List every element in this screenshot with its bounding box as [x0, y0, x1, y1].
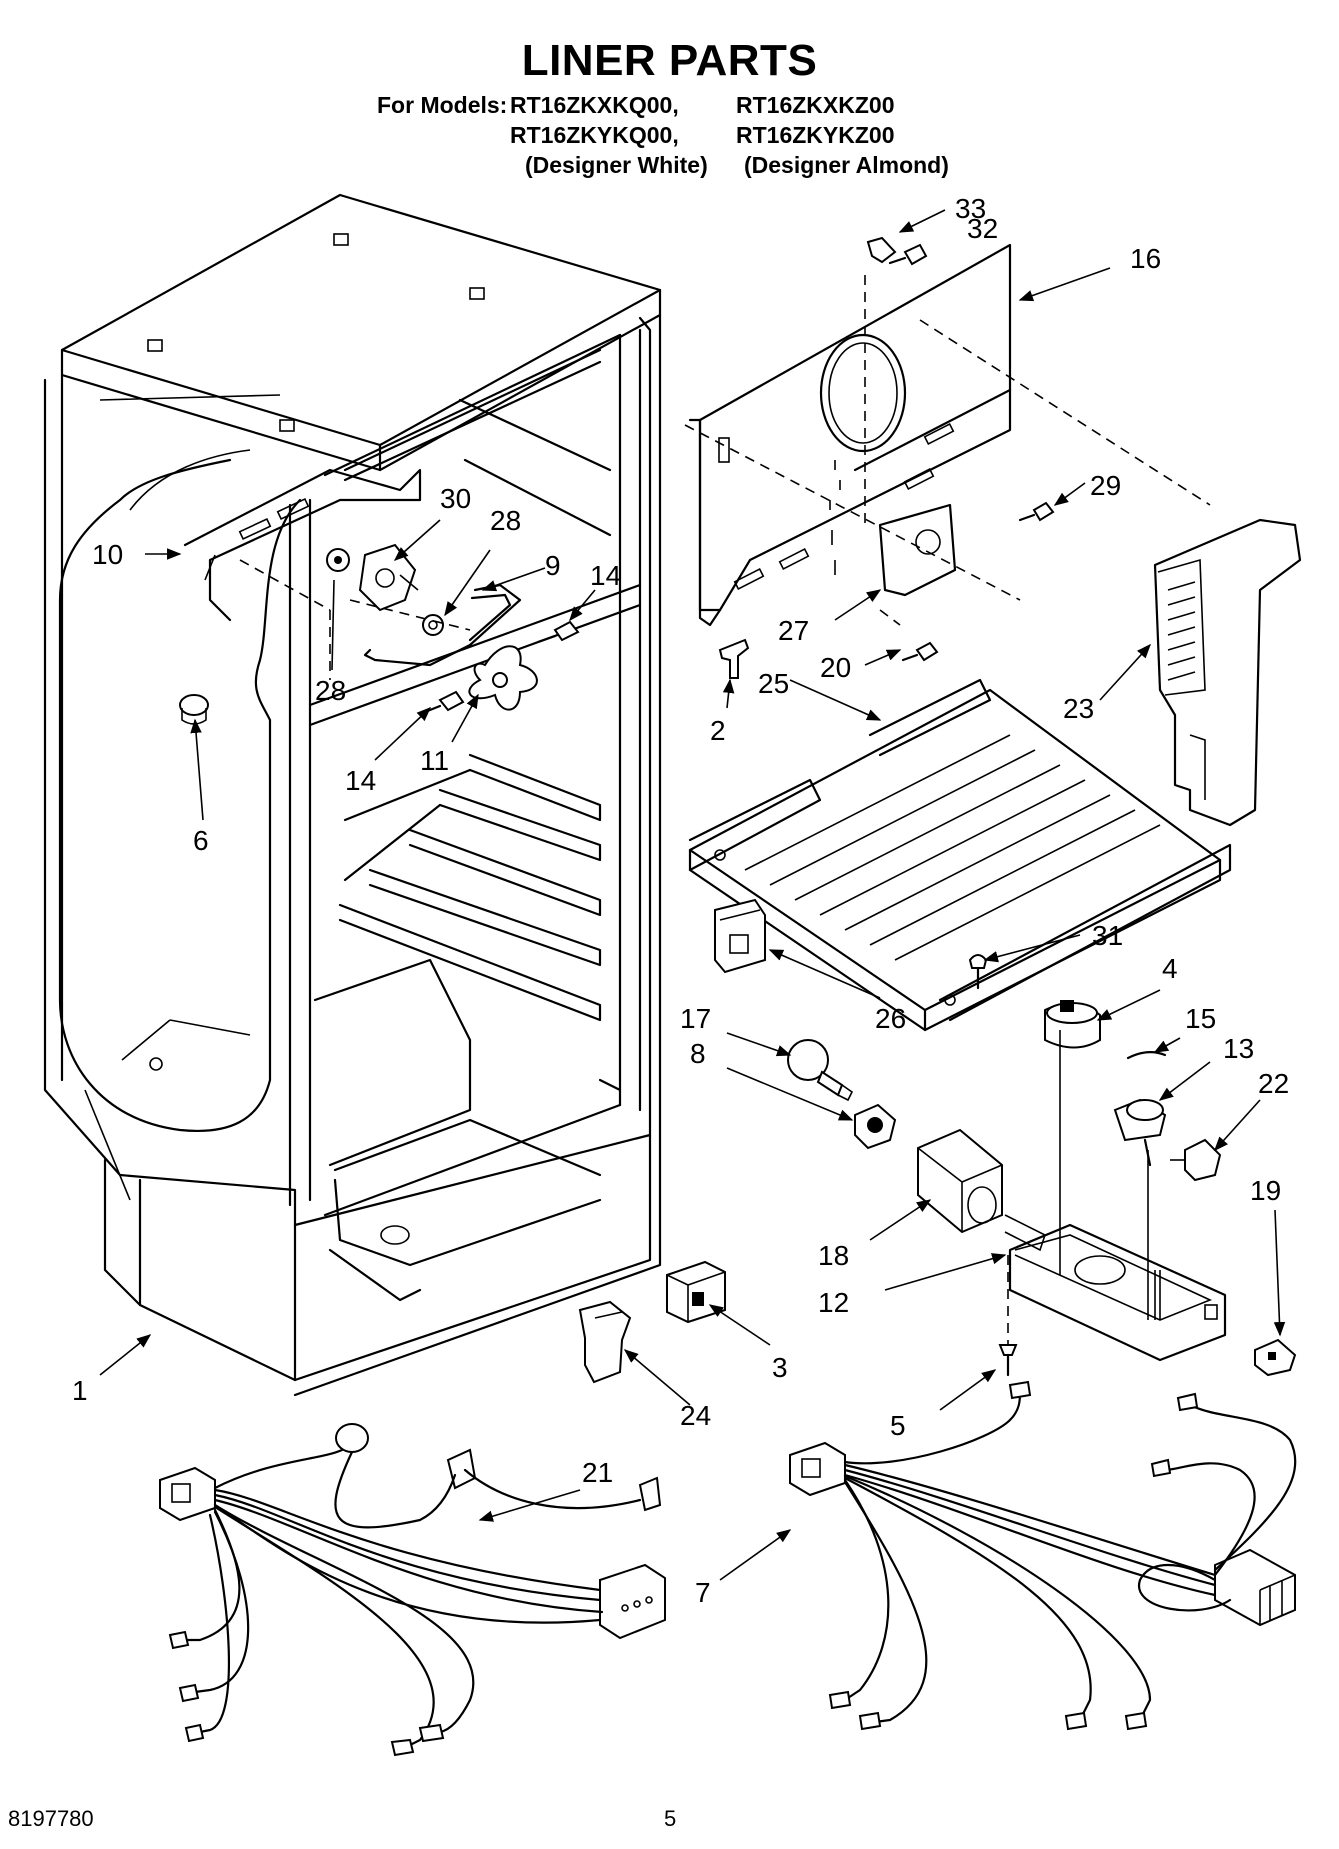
page-title: LINER PARTS — [521, 36, 818, 85]
color-variant: (Designer White) — [525, 152, 708, 178]
liner-cabinet — [43, 193, 662, 1397]
callout-6: 6 — [193, 825, 209, 856]
callout-32: 32 — [967, 213, 998, 244]
evaporator-fan-assembly — [179, 468, 580, 725]
callout-28: 28 — [490, 505, 521, 536]
callout-12: 12 — [818, 1287, 849, 1318]
wire-connector — [1254, 1338, 1297, 1377]
wiring-harness-left — [159, 1423, 666, 1757]
thermostat-cap — [1044, 1000, 1101, 1049]
evaporator-cover — [684, 236, 1211, 679]
evaporator-shelf — [688, 678, 1232, 1032]
callout-2: 2 — [710, 715, 726, 746]
model-number: RT16ZKXKZ00 — [736, 92, 895, 118]
capillary-tube — [1126, 1051, 1167, 1060]
harness-connector — [578, 1300, 632, 1384]
callout-30: 30 — [440, 483, 471, 514]
model-number: RT16ZKYKQ00, — [510, 122, 679, 148]
model-number: RT16ZKYKZ00 — [736, 122, 895, 148]
callout-13: 13 — [1223, 1033, 1254, 1064]
callout-10: 10 — [92, 539, 123, 570]
light-bulb — [787, 1039, 854, 1102]
callout-22: 22 — [1258, 1068, 1289, 1099]
light-socket — [854, 1103, 897, 1150]
callout-24: 24 — [680, 1400, 711, 1431]
callout-26: 26 — [875, 1003, 906, 1034]
callout-27: 27 — [778, 615, 809, 646]
air-duct — [1153, 518, 1302, 827]
document-number: 8197780 — [8, 1806, 94, 1831]
callout-17: 17 — [680, 1003, 711, 1034]
color-variant: (Designer Almond) — [744, 152, 949, 178]
callout-7: 7 — [695, 1577, 711, 1608]
wiring-harness-right — [789, 1380, 1297, 1731]
callout-11: 11 — [420, 745, 449, 776]
callout-25: 25 — [758, 668, 789, 699]
callout-28: 28 — [315, 675, 346, 706]
callout-15: 15 — [1185, 1003, 1216, 1034]
callout-3: 3 — [772, 1352, 788, 1383]
callout-5: 5 — [890, 1410, 906, 1441]
page-number: 5 — [664, 1806, 677, 1831]
callout-31: 31 — [1092, 920, 1123, 951]
callout-14: 14 — [345, 765, 376, 796]
terminal-block — [666, 1260, 726, 1324]
callout-33: 33 — [955, 193, 986, 224]
callout-19: 19 — [1250, 1175, 1281, 1206]
callout-4: 4 — [1162, 953, 1178, 984]
callout-29: 29 — [1090, 470, 1121, 501]
callout-16: 16 — [1130, 243, 1161, 274]
callout-14: 14 — [590, 560, 621, 591]
callout-leaders — [99, 209, 1286, 1581]
callout-1: 1 — [72, 1375, 88, 1406]
callout-20: 20 — [820, 652, 851, 683]
control-knob — [1170, 1138, 1222, 1182]
light-switch-housing — [714, 898, 766, 974]
callout-numbers: 33 32 16 10 30 28 9 14 28 14 11 6 29 27 … — [72, 193, 1289, 1608]
callout-23: 23 — [1063, 693, 1094, 724]
callout-9: 9 — [545, 550, 561, 581]
model-number: RT16ZKXKQ00, — [510, 92, 679, 118]
mounting-screw — [998, 1255, 1018, 1377]
light-shield — [917, 1128, 1003, 1234]
shelf-rails — [338, 753, 602, 1022]
callout-18: 18 — [818, 1240, 849, 1271]
thermostat — [1113, 1098, 1167, 1167]
callout-8: 8 — [690, 1038, 706, 1069]
models-label: For Models: — [377, 92, 508, 118]
control-housing — [1004, 1030, 1227, 1362]
callout-21: 21 — [582, 1457, 613, 1488]
